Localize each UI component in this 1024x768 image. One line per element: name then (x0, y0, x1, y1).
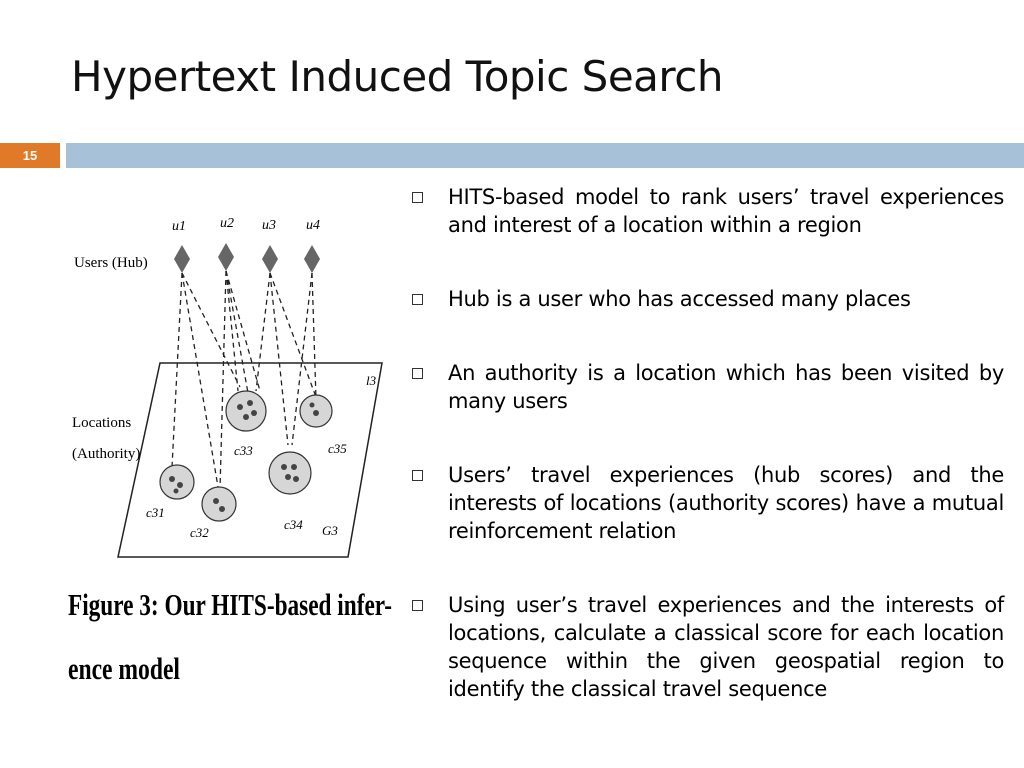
authority-label: (Authority) (72, 446, 140, 462)
hits-diagram: u1 u2 u3 u4 Users (Hub) (68, 216, 392, 686)
bullet-text: Using user’s travel experiences and the … (448, 593, 1004, 701)
user-node-u4 (304, 245, 320, 273)
header-bar (66, 143, 1024, 168)
bullet-square-icon (412, 600, 423, 611)
cluster-c32 (201, 486, 237, 522)
bullet-text: HITS-based model to rank users’ travel e… (448, 185, 1004, 237)
bullet-item: HITS-based model to rank users’ travel e… (412, 183, 1004, 239)
hub-authority-edges (171, 270, 317, 490)
user-label-u2: u2 (220, 216, 234, 231)
bullet-square-icon (412, 368, 423, 379)
bullet-list: HITS-based model to rank users’ travel e… (412, 183, 1004, 749)
figure-caption-line-2: ence model (68, 651, 180, 686)
cluster-c31 (159, 464, 195, 500)
bullet-text: Hub is a user who has accessed many plac… (448, 287, 911, 311)
region-label-l3: l3 (366, 373, 377, 388)
bullet-text: Users’ travel experiences (hub scores) a… (448, 463, 1004, 543)
bullet-item: Hub is a user who has accessed many plac… (412, 285, 1004, 313)
user-label-u3: u3 (262, 218, 276, 233)
bullet-item: Users’ travel experiences (hub scores) a… (412, 461, 1004, 545)
user-label-u4: u4 (306, 218, 320, 233)
user-node-u2 (218, 243, 234, 271)
locations-label: Locations (72, 415, 131, 431)
figure-caption-line-1: Figure 3: Our HITS-based infer- (68, 587, 392, 622)
users-hub-label: Users (Hub) (74, 255, 148, 271)
bullet-square-icon (412, 192, 423, 203)
bullet-item: Using user’s travel experiences and the … (412, 591, 1004, 703)
user-node-u1 (174, 245, 190, 273)
bullet-square-icon (412, 294, 423, 305)
slide-title: Hypertext Induced Topic Search (71, 52, 723, 101)
cluster-c33 (225, 390, 267, 432)
bullet-text: An authority is a location which has bee… (448, 361, 1004, 413)
bullet-square-icon (412, 470, 423, 481)
bullet-item: An authority is a location which has bee… (412, 359, 1004, 415)
cluster-label-c32: c32 (190, 525, 209, 540)
user-label-u1: u1 (172, 219, 186, 234)
location-points (169, 400, 319, 512)
cluster-label-c31: c31 (146, 505, 165, 520)
cluster-label-c35: c35 (328, 441, 347, 456)
user-node-u3 (262, 245, 278, 273)
location-plane (117, 362, 383, 558)
region-label-g3: G3 (322, 523, 338, 538)
cluster-c34 (268, 451, 312, 495)
slide-number: 15 (0, 143, 60, 168)
cluster-label-c33: c33 (234, 443, 253, 458)
cluster-label-c34: c34 (284, 517, 303, 532)
hits-model-figure: u1 u2 u3 u4 Users (Hub) (60, 205, 400, 705)
